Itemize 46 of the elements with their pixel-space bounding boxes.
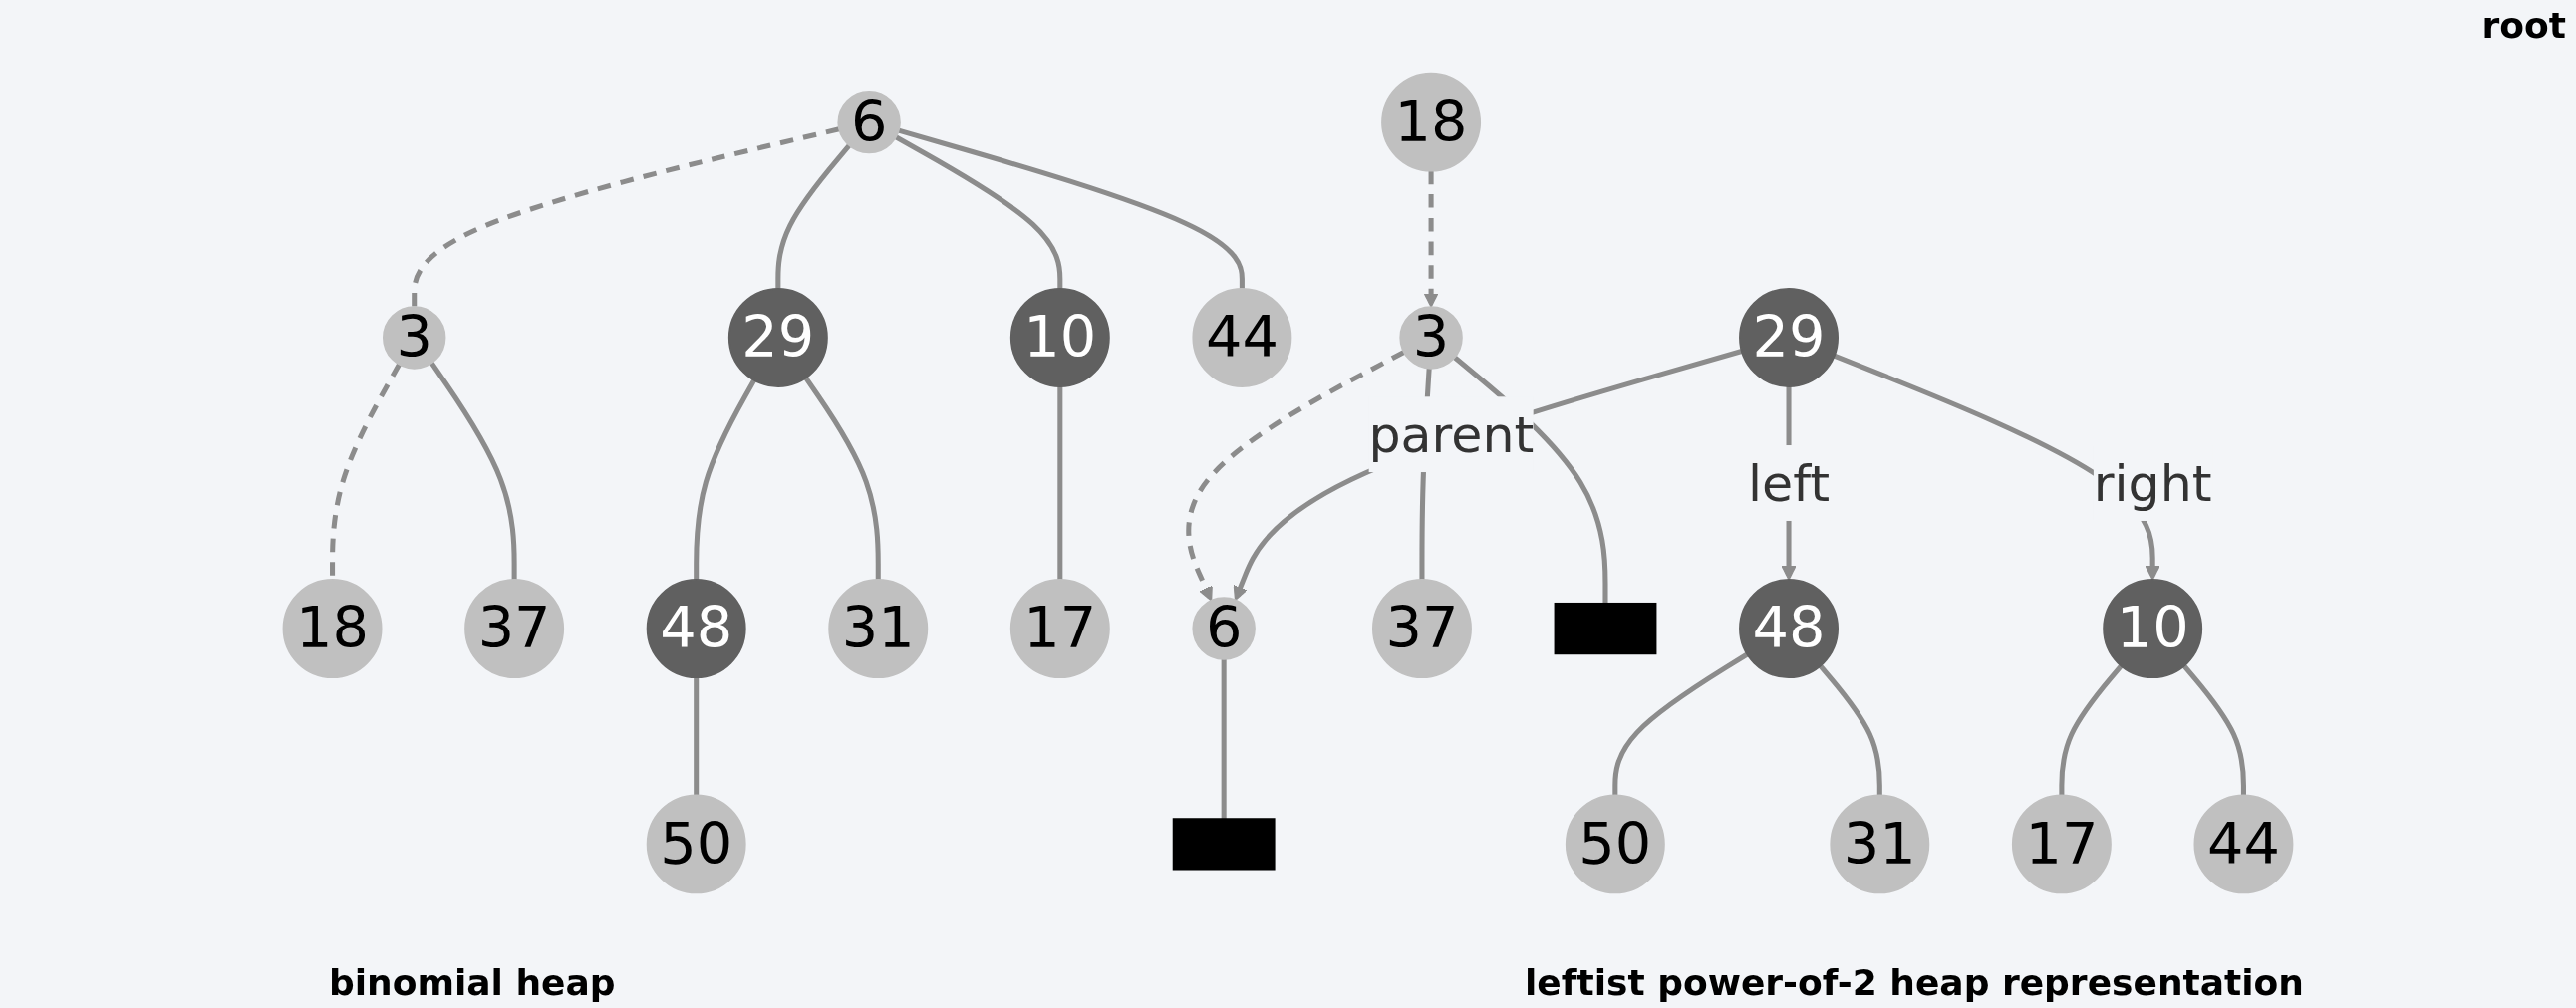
connector: [1818, 664, 1882, 796]
node-circle: 48: [1739, 579, 1839, 679]
connector: [894, 134, 1063, 289]
node-circle: 44: [2193, 794, 2294, 894]
connector: [2181, 664, 2246, 796]
node-circle: 50: [1565, 794, 1665, 894]
node-circle: 31: [828, 579, 929, 679]
node-circle: 50: [646, 794, 746, 894]
connector: [429, 361, 517, 580]
connector: [1221, 659, 1227, 820]
node-circle: 48: [646, 579, 746, 679]
connector: [803, 376, 881, 580]
connector: [694, 677, 700, 796]
edge-label: right: [2093, 453, 2212, 513]
connector: [2059, 664, 2124, 796]
node-circle: 18: [1381, 72, 1482, 172]
node-circle: 37: [464, 579, 565, 679]
connector: [775, 143, 852, 289]
node-circle: 3: [1399, 306, 1463, 370]
node-circle: 29: [727, 287, 828, 387]
arrow: [1186, 350, 1406, 602]
connector: [1612, 651, 1749, 796]
connector: [412, 126, 840, 307]
node-circle: 6: [1192, 597, 1256, 660]
arrow: [1423, 170, 1439, 308]
node-box: [1554, 602, 1657, 655]
node-circle: 10: [1009, 287, 1110, 387]
node-circle: 10: [2103, 579, 2203, 679]
root-label: root: [2481, 5, 2566, 46]
node-circle: 29: [1739, 287, 1839, 387]
node-circle: 6: [837, 90, 901, 154]
caption: leftist power-of-2 heap representation: [1525, 962, 2304, 1003]
caption: binomial heap: [329, 962, 616, 1003]
connector: [694, 378, 756, 580]
connector: [1057, 386, 1063, 580]
node-circle: 17: [2011, 794, 2112, 894]
node-circle: 37: [1372, 579, 1472, 679]
node-circle: 44: [1192, 287, 1292, 387]
node-circle: 18: [282, 579, 383, 679]
node-circle: 17: [1009, 579, 1110, 679]
edge-label: parent: [1368, 404, 1535, 464]
node-circle: 3: [382, 306, 446, 370]
node-circle: 31: [1830, 794, 1930, 894]
edge-label: left: [1748, 453, 1830, 513]
connector: [898, 127, 1245, 289]
node-box: [1172, 818, 1276, 871]
